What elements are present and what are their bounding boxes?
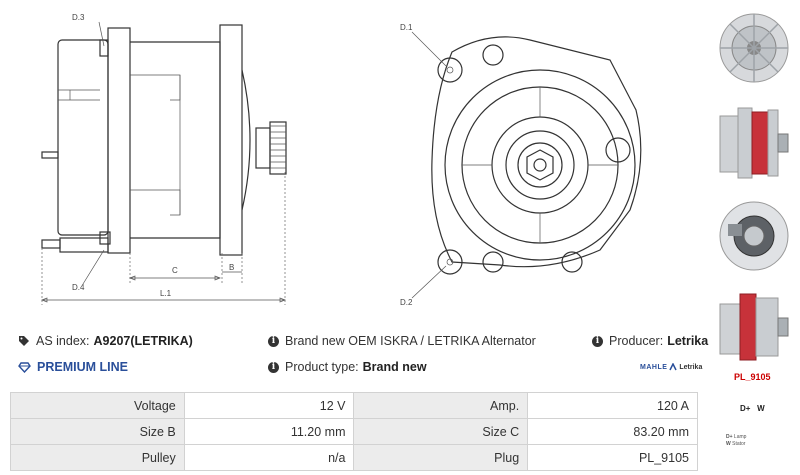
letrika-logo-icon	[669, 363, 678, 371]
label-d4: D.4	[72, 283, 85, 292]
spec-key: Plug	[353, 444, 529, 471]
tag-icon	[19, 336, 29, 346]
info-icon: i	[268, 335, 279, 347]
plug-legend-row: W Stator	[726, 441, 746, 447]
table-row: Voltage 12 V Amp. 120 A	[10, 392, 698, 419]
label-d1: D.1	[400, 23, 413, 32]
label-d2: D.2	[400, 298, 413, 307]
spec-value: 83.20 mm	[527, 418, 698, 445]
spec-value: 120 A	[527, 392, 698, 419]
spec-key: Amp.	[353, 392, 529, 419]
label-c: C	[172, 266, 178, 275]
thumbnail-side-photo[interactable]	[714, 98, 792, 186]
premium-line-badge: PREMIUM LINE	[18, 360, 128, 374]
as-index-value: A9207(LETRIKA)	[93, 334, 193, 348]
alternator-rear-image	[719, 201, 789, 271]
alternator-front-image	[719, 13, 789, 83]
diamond-icon	[18, 361, 31, 373]
label-b: B	[229, 263, 234, 272]
spec-value: 11.20 mm	[183, 418, 355, 445]
spec-key: Size C	[353, 418, 529, 445]
specs-table: Voltage 12 V Amp. 120 A Size B 11.20 mm …	[10, 392, 698, 471]
mahle-letrika-logo: MAHLE Letrika	[640, 363, 703, 371]
thumbnail-side-photo-2[interactable]	[714, 286, 792, 374]
label-l1: L.1	[160, 289, 172, 298]
as-index: AS index: A9207(LETRIKA)	[18, 334, 193, 348]
technical-drawing: D.3 D.4 C B L.1 D.1 D.2	[41, 13, 642, 307]
thumbnail-gallery: PL_9105 D+ W D+ Lamp W Stator	[704, 0, 800, 475]
front-view: D.1 D.2	[400, 23, 642, 307]
producer-value: Letrika	[667, 334, 709, 348]
thumbnail-rear-photo[interactable]	[714, 192, 792, 280]
alternator-side-image	[719, 107, 789, 179]
product-description: i Brand new OEM ISKRA / LETRIKA Alternat…	[268, 334, 536, 348]
table-row: Pulley n/a Plug PL_9105	[10, 444, 698, 471]
product-type-value: Brand new	[362, 360, 427, 374]
plug-legend: D+ Lamp W Stator	[726, 434, 746, 448]
info-icon: i	[592, 335, 603, 347]
plug-terminals: D+ W	[740, 404, 765, 413]
spec-value: n/a	[183, 444, 355, 471]
spec-value: 12 V	[183, 392, 355, 419]
plug-legend-row: D+ Lamp	[726, 434, 747, 440]
alternator-side-image-2	[719, 293, 789, 361]
spec-key: Pulley	[10, 444, 185, 471]
spec-key: Voltage	[10, 392, 185, 419]
info-icon: i	[268, 361, 279, 373]
plug-code-label: PL_9105	[734, 372, 771, 382]
side-view: D.3 D.4 C B L.1	[41, 13, 287, 305]
thumbnail-front-photo[interactable]	[714, 4, 792, 92]
spec-value: PL_9105	[527, 444, 698, 471]
info-row-1: AS index: A9207(LETRIKA) i Brand new OEM…	[0, 330, 708, 352]
table-row: Size B 11.20 mm Size C 83.20 mm	[10, 418, 698, 445]
product-type: i Product type: Brand new	[268, 360, 427, 374]
producer: i Producer: Letrika	[592, 334, 708, 348]
label-d3: D.3	[72, 13, 85, 22]
spec-key: Size B	[10, 418, 185, 445]
info-row-2: PREMIUM LINE i Product type: Brand new M…	[0, 356, 703, 378]
